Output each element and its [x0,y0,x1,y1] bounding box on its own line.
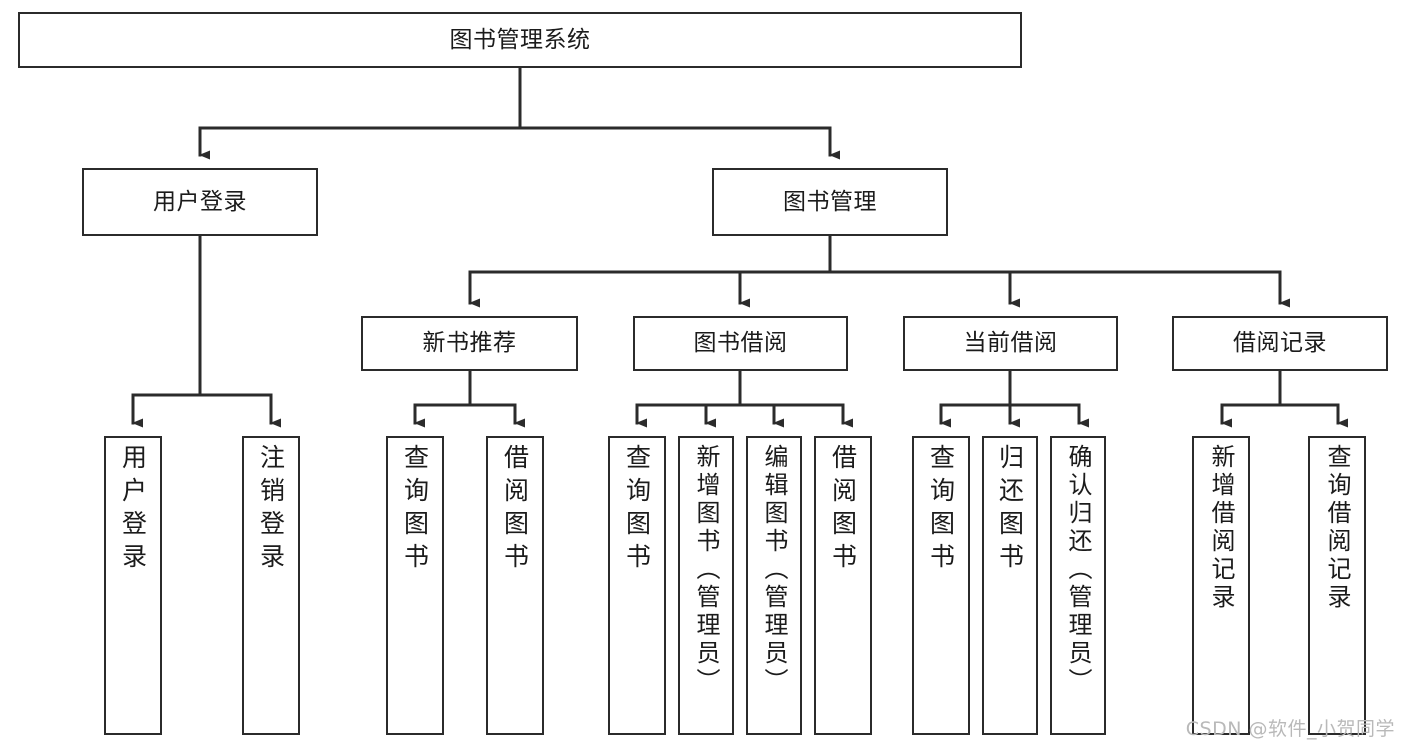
node-label: 归还图书 [995,444,1025,576]
node-leaf-add-borrow-record[interactable]: 新增借阅记录 [1192,436,1250,735]
node-leaf-user-logout[interactable]: 注销登录 [242,436,300,735]
node-label: 用户登录 [118,444,148,576]
node-leaf-edit-book-admin[interactable]: 编辑图书（管理员） [746,436,802,735]
node-root-system[interactable]: 图书管理系统 [18,12,1022,68]
node-label: 新增图书（管理员） [692,444,720,696]
node-leaf-borrow-book[interactable]: 借阅图书 [814,436,872,735]
node-label: 查询图书 [400,444,430,576]
node-leaf-user-login[interactable]: 用户登录 [104,436,162,735]
node-new-book-recommend[interactable]: 新书推荐 [361,316,578,371]
node-label: 借阅记录 [1233,330,1327,357]
node-label: 用户登录 [153,188,247,215]
node-leaf-confirm-return-admin[interactable]: 确认归还（管理员） [1050,436,1106,735]
node-leaf-borrow-book-new[interactable]: 借阅图书 [486,436,544,735]
node-leaf-query-book-current[interactable]: 查询图书 [912,436,970,735]
node-book-management[interactable]: 图书管理 [712,168,948,236]
node-label: 图书借阅 [693,330,788,357]
node-label: 图书管理 [783,188,877,215]
node-label: 当前借阅 [963,330,1058,357]
node-label: 借阅图书 [828,444,858,576]
node-leaf-return-book[interactable]: 归还图书 [982,436,1038,735]
node-user-login[interactable]: 用户登录 [82,168,318,236]
node-label: 借阅图书 [500,444,530,576]
node-label: 查询图书 [622,444,652,576]
node-label: 新书推荐 [422,330,517,357]
node-book-borrow[interactable]: 图书借阅 [633,316,848,371]
node-label: 图书管理系统 [449,26,591,53]
node-leaf-query-book-new[interactable]: 查询图书 [386,436,444,735]
node-borrow-record[interactable]: 借阅记录 [1172,316,1388,371]
node-leaf-add-book-admin[interactable]: 新增图书（管理员） [678,436,734,735]
node-current-borrow[interactable]: 当前借阅 [903,316,1118,371]
node-label: 注销登录 [256,444,286,576]
node-label: 新增借阅记录 [1207,444,1235,612]
node-label: 确认归还（管理员） [1064,444,1092,696]
node-leaf-query-borrow-record[interactable]: 查询借阅记录 [1308,436,1366,735]
node-leaf-query-book-borrow[interactable]: 查询图书 [608,436,666,735]
node-label: 查询借阅记录 [1323,444,1351,612]
node-label: 查询图书 [926,444,956,576]
node-label: 编辑图书（管理员） [760,444,788,696]
